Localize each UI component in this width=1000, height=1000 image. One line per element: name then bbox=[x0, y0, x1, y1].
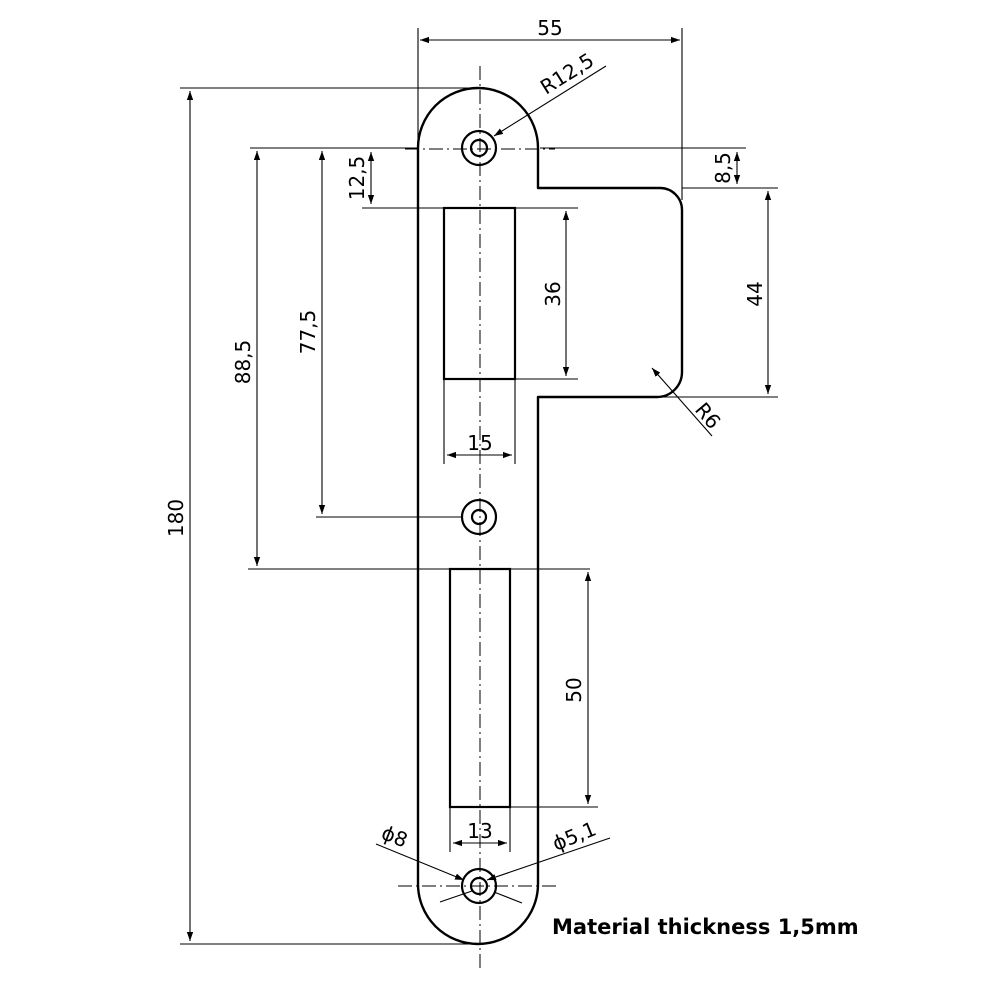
bottom-screw-hole bbox=[460, 867, 498, 905]
dim-first-slot-height: 36 bbox=[515, 207, 578, 380]
dim-label-13: 13 bbox=[467, 819, 492, 843]
dim-first-slot-width: 15 bbox=[443, 379, 516, 464]
dim-tab-height: 44 bbox=[660, 191, 778, 398]
dim-label-r6: R6 bbox=[690, 398, 725, 434]
dim-top-offset: 8,5 bbox=[540, 147, 778, 189]
dim-second-slot-height: 50 bbox=[510, 572, 598, 808]
dim-label-8-5: 8,5 bbox=[711, 152, 735, 184]
plate-outline bbox=[416, 86, 684, 946]
dim-countersink-diameter: ϕ8 bbox=[375, 820, 523, 904]
dim-second-slot-width: 13 bbox=[449, 807, 511, 852]
dim-hole-diameter: ϕ5,1 bbox=[439, 817, 611, 903]
dim-overall-width: 55 bbox=[417, 16, 683, 200]
dim-top-radius: R12,5 bbox=[493, 48, 607, 137]
dim-first-slot-offset: 12,5 bbox=[250, 147, 444, 209]
middle-screw-hole bbox=[460, 498, 498, 536]
material-thickness-note: Material thickness 1,5mm bbox=[552, 915, 859, 939]
dim-label-180: 180 bbox=[164, 499, 188, 537]
dim-label-88-5: 88,5 bbox=[231, 340, 255, 385]
dim-second-slot-distance: 88,5 bbox=[231, 151, 590, 570]
dim-label-77-5: 77,5 bbox=[296, 310, 320, 355]
dim-label-12-5: 12,5 bbox=[345, 156, 369, 201]
dim-label-phi8: ϕ8 bbox=[378, 820, 411, 852]
top-screw-hole bbox=[460, 129, 498, 167]
dim-label-r12-5: R12,5 bbox=[536, 48, 598, 99]
dim-label-44: 44 bbox=[743, 281, 767, 306]
dim-label-15: 15 bbox=[467, 431, 492, 455]
dim-label-55: 55 bbox=[537, 16, 562, 40]
dim-center-screw-distance: 77,5 bbox=[296, 151, 462, 518]
dim-label-50: 50 bbox=[562, 677, 586, 702]
dim-label-36: 36 bbox=[541, 281, 565, 306]
dim-tab-radius: R6 bbox=[651, 367, 726, 437]
dim-overall-height: 180 bbox=[164, 87, 478, 945]
